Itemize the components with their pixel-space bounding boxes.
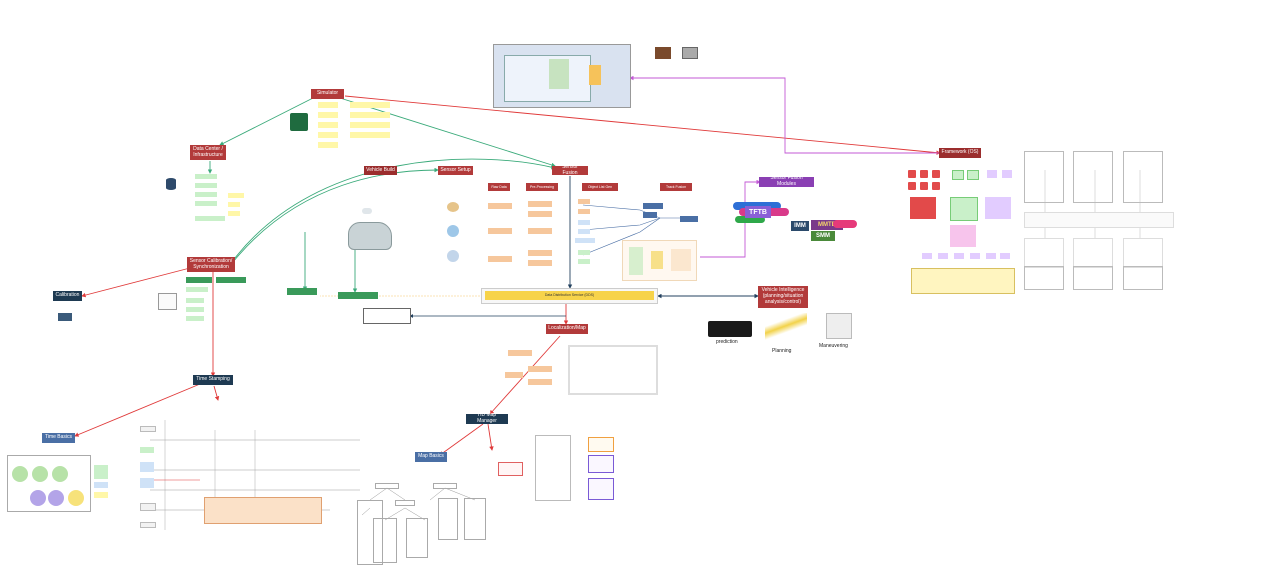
edge-calib-setup bbox=[232, 167, 439, 263]
localization-map-node[interactable]: Localization/Map bbox=[546, 324, 588, 334]
mmtb-label: MMTB bbox=[811, 220, 843, 230]
framework-os-diagram bbox=[905, 165, 1015, 295]
maneuvering-image bbox=[826, 313, 852, 339]
edge-loc-hdmap bbox=[489, 335, 561, 415]
edge-hdmap-mapbasics bbox=[439, 423, 484, 456]
imm-label: IMM bbox=[791, 221, 809, 231]
vehicle-intelligence-node[interactable]: Vehicle Intelligence (planning/situation… bbox=[758, 286, 808, 308]
simulator-node[interactable]: Simulator bbox=[311, 89, 344, 99]
vehicle-build-node[interactable]: Vehicle Build bbox=[364, 166, 397, 175]
track-fusion-node: Track Fusion bbox=[660, 183, 692, 191]
database-icon bbox=[166, 178, 176, 190]
car-icon bbox=[348, 222, 392, 250]
edge-framework-top bbox=[629, 75, 940, 154]
raw-data-node: Raw Data bbox=[488, 183, 510, 191]
edge-simulator-fusion bbox=[339, 97, 556, 168]
hd-map-manager-node[interactable]: HD Map Manager bbox=[466, 412, 508, 424]
edge-hdmap-down bbox=[487, 423, 494, 451]
framework-comparison bbox=[1020, 148, 1174, 290]
highway-icon bbox=[290, 113, 308, 131]
sensor-calibration-node[interactable]: Sensor Calibration/ Synchronization bbox=[187, 257, 235, 272]
framework-os-node[interactable]: Framework (OS) bbox=[939, 148, 981, 158]
maneuvering-label: Maneuvering bbox=[819, 343, 848, 349]
thumbnail-image-2 bbox=[682, 47, 698, 59]
dds-bar[interactable]: Data Distribution Service (DDS) bbox=[485, 291, 654, 300]
pre-processing-node: Pre-Processing bbox=[526, 183, 558, 191]
planning-image bbox=[765, 313, 807, 343]
edge-timestamp-down bbox=[213, 385, 220, 401]
fusion-architecture-image bbox=[622, 240, 697, 281]
sensor-fusion-modules-node[interactable]: Sensor Fusion Modules bbox=[759, 175, 814, 187]
edge-simulator-datacenter bbox=[219, 96, 316, 146]
time-stamping-node[interactable]: Time Stamping bbox=[193, 375, 233, 385]
prediction-label: prediction bbox=[716, 339, 738, 345]
calibration-node[interactable]: Calibration bbox=[53, 291, 82, 301]
map-basics-node[interactable]: Map Basics bbox=[415, 452, 447, 462]
fusion-modules-graphic: TFTB IMM MMTB SMM bbox=[733, 198, 858, 243]
calibration-chart-icon bbox=[158, 293, 177, 310]
sensor-fusion-node[interactable]: Sensor Fusion bbox=[552, 164, 588, 175]
object-list-gen-node: Object List Gen bbox=[582, 183, 618, 191]
tftb-label: TFTB bbox=[745, 206, 771, 218]
prediction-image bbox=[708, 321, 752, 337]
simulation-architecture-image bbox=[493, 44, 631, 108]
smm-label: SMM bbox=[811, 231, 835, 241]
camera-icon bbox=[447, 202, 459, 212]
thumbnail-image-1 bbox=[655, 47, 671, 59]
edge-calibration-calib bbox=[81, 267, 191, 298]
data-center-node[interactable]: Data Center / Infrastructure bbox=[190, 145, 226, 160]
timestamp-note bbox=[204, 497, 322, 524]
lidar-icon bbox=[447, 250, 459, 262]
edge-timestamp-timebasics bbox=[74, 383, 201, 437]
sensor-setup-node[interactable]: Sensor Setup bbox=[438, 166, 473, 175]
edge-calib-fusion bbox=[234, 158, 556, 259]
edge-simulator-framework bbox=[344, 95, 941, 155]
planning-label: Planning bbox=[772, 348, 792, 354]
mindmap-icon bbox=[568, 345, 658, 395]
cloud-icon bbox=[362, 208, 372, 214]
time-basics-diagram bbox=[7, 455, 91, 512]
radar-icon bbox=[447, 225, 459, 237]
time-basics-node[interactable]: Time Basics bbox=[42, 433, 75, 443]
